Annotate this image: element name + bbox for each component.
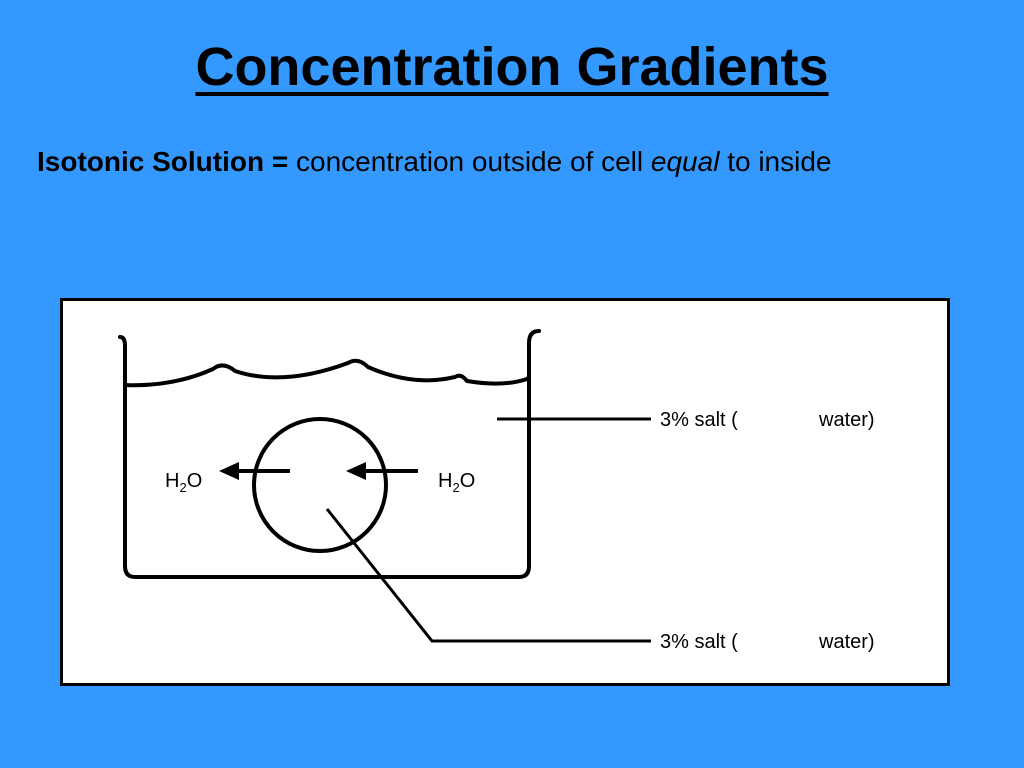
- definition-text-after: to inside: [719, 146, 832, 177]
- water-right-base: H: [438, 470, 452, 492]
- outside-solution-label: 3% salt (: [660, 409, 738, 431]
- water-label-right: H2O: [438, 470, 475, 495]
- beaker-outline: [118, 329, 541, 579]
- slide-title: Concentration Gradients: [195, 37, 829, 97]
- definition-term: Isotonic Solution =: [37, 146, 289, 177]
- right-arrow-head: [346, 462, 366, 480]
- water-left-base: H: [165, 470, 179, 492]
- inside-solution-label-tail: water): [818, 631, 875, 653]
- isotonic-diagram: H2O H2O 3% salt ( water) 3% salt ( water…: [118, 329, 875, 653]
- diagram-panel: H2O H2O 3% salt ( water) 3% salt ( water…: [60, 298, 950, 686]
- inside-solution-label: 3% salt (: [660, 631, 738, 653]
- water-surface: [123, 358, 531, 388]
- water-right-tail: O: [460, 470, 476, 492]
- inside-leader-line: [325, 508, 651, 643]
- water-left-tail: O: [187, 470, 203, 492]
- definition-text-before: concentration outside of cell: [288, 146, 651, 177]
- definition-line: Isotonic Solution = concentration outsid…: [37, 145, 1017, 179]
- cell-circle: [252, 417, 388, 553]
- outside-solution-label-tail: water): [818, 409, 875, 431]
- water-left-sub: 2: [179, 480, 186, 495]
- definition-emphasis: equal: [650, 146, 720, 177]
- left-arrow-head: [219, 462, 239, 480]
- water-right-sub: 2: [452, 480, 459, 495]
- water-label-left: H2O: [165, 470, 202, 495]
